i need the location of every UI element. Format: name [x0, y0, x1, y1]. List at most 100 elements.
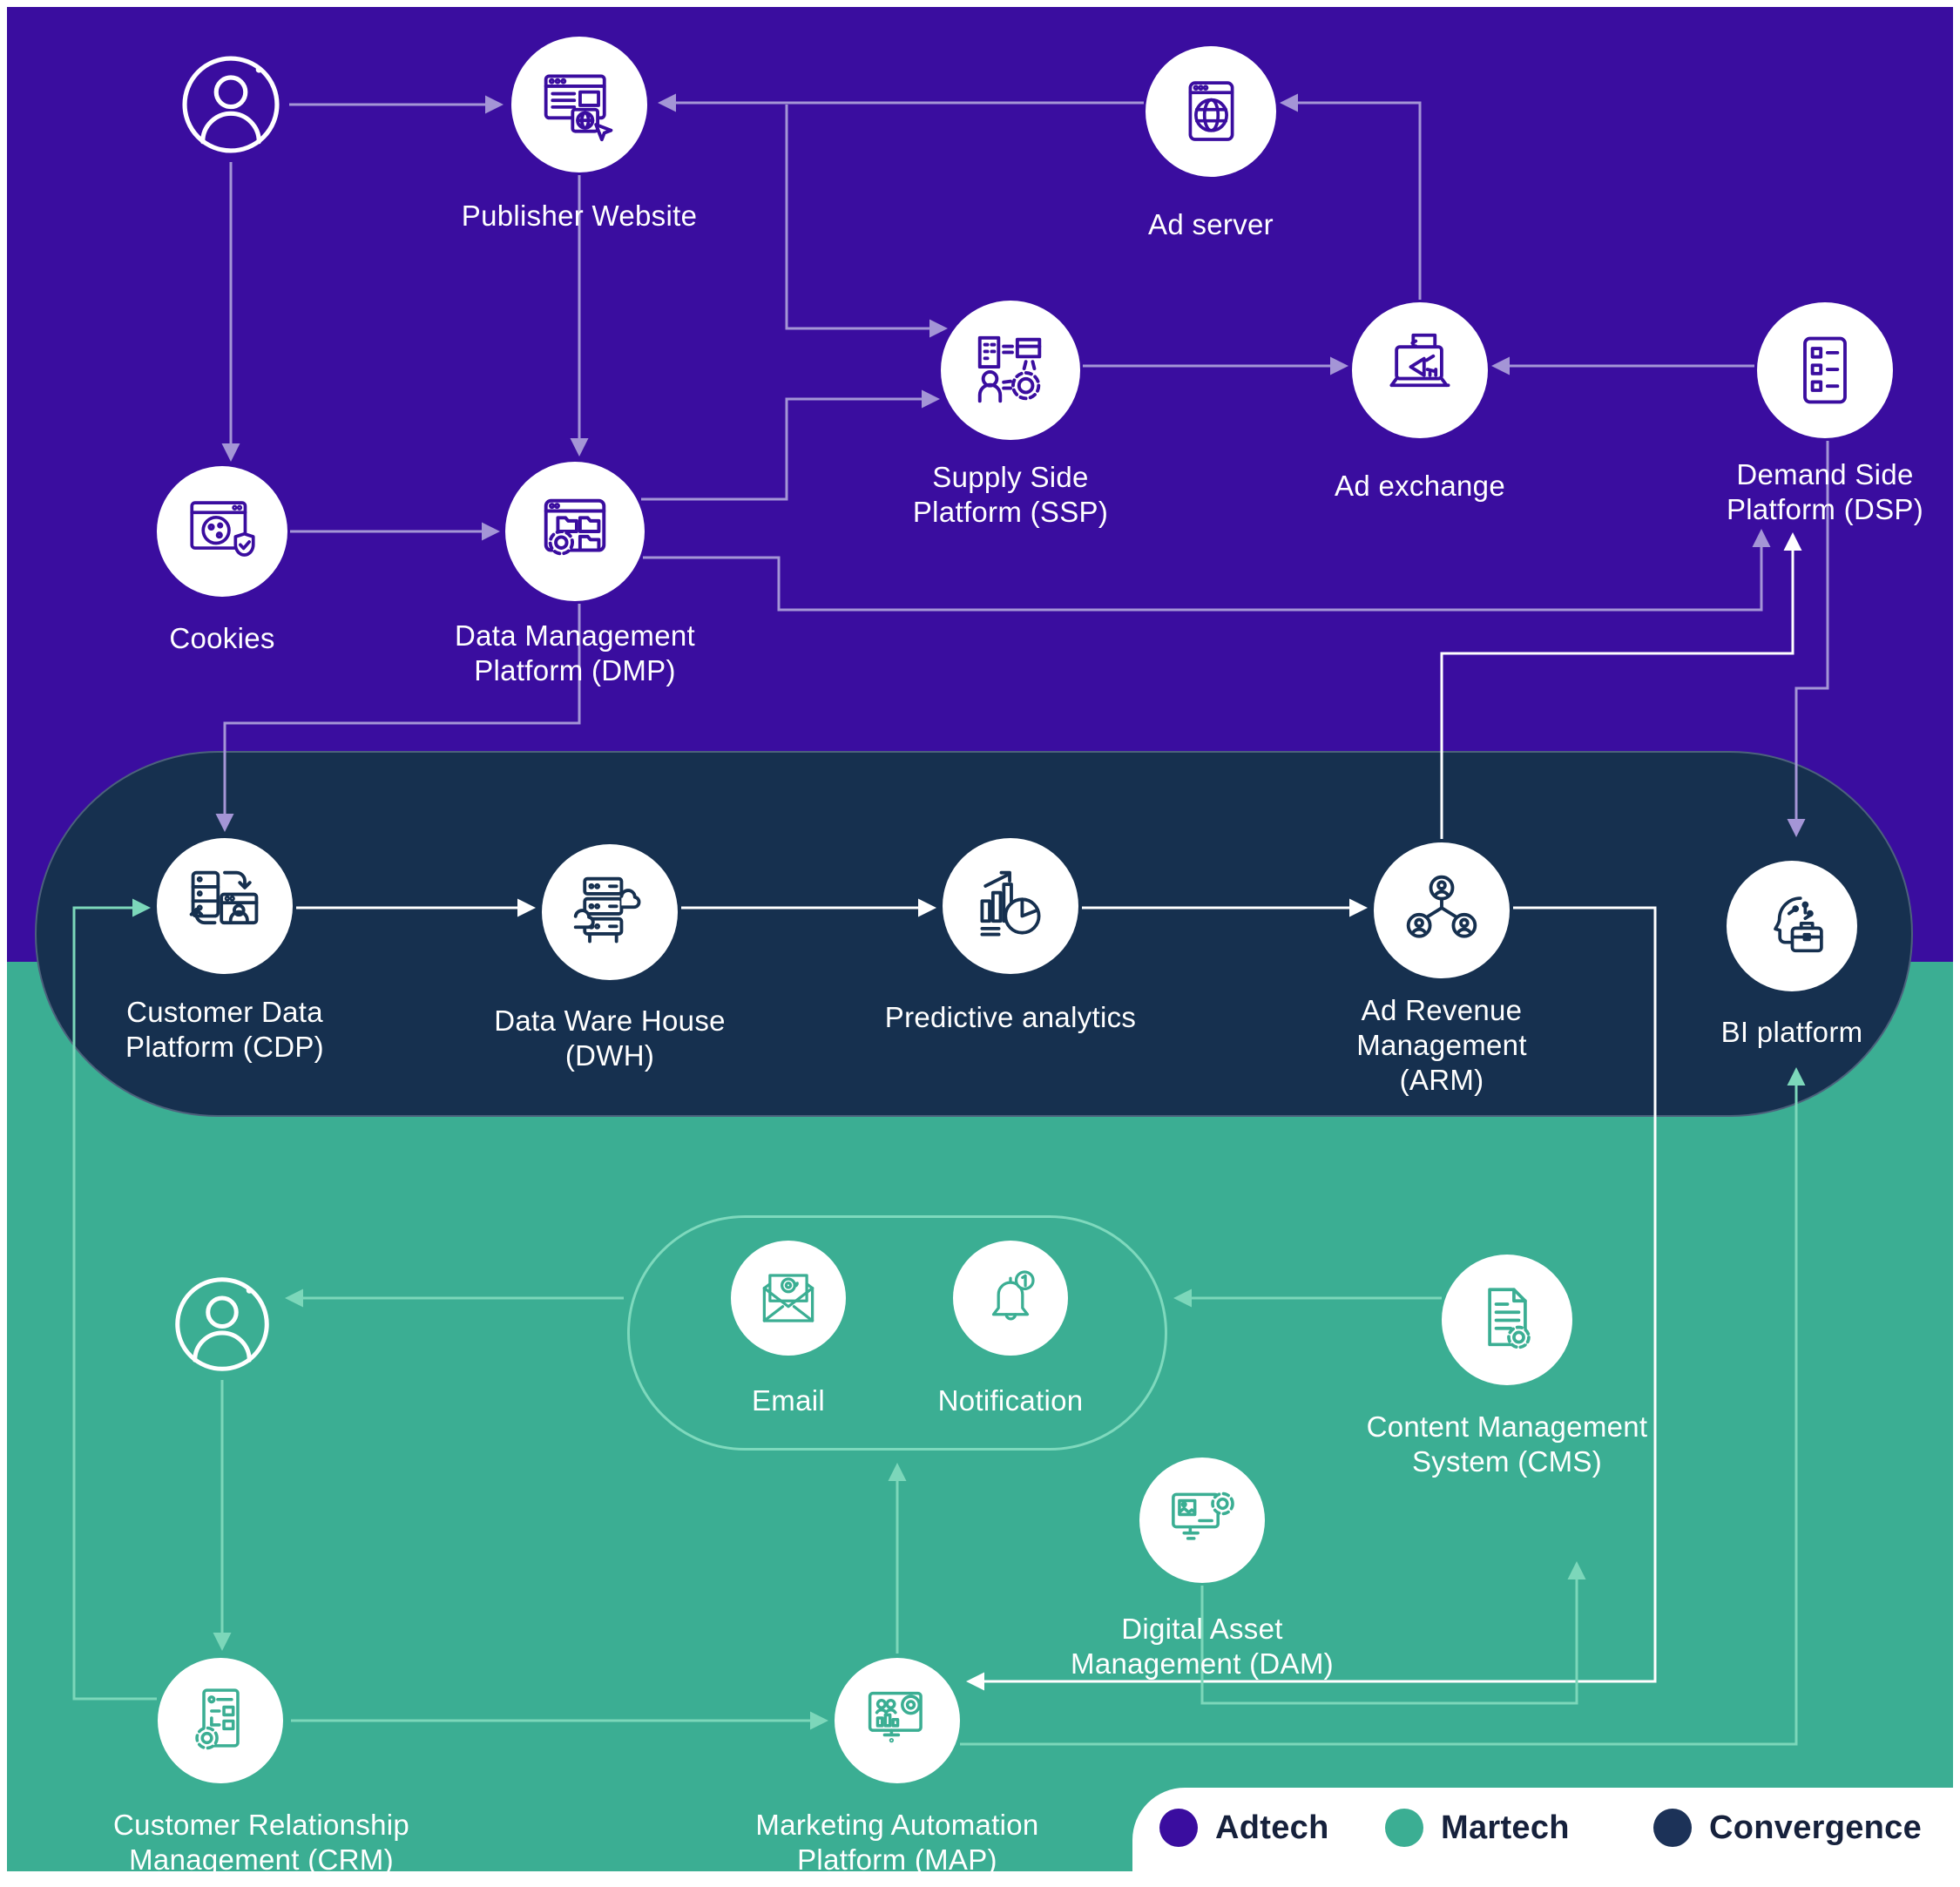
cms-label-line: Content Management — [1366, 1410, 1648, 1443]
user-icon — [177, 51, 285, 159]
customer-relationship-management-icon — [184, 1684, 258, 1758]
legend-label: Adtech — [1215, 1809, 1329, 1846]
connector-arm-to-map — [966, 906, 1657, 1691]
ad-exchange-node — [1352, 302, 1488, 438]
connector-dam-to-cms — [1200, 1561, 1586, 1705]
cdp-node — [157, 838, 293, 974]
notification-node — [953, 1241, 1068, 1356]
dsp-label-line: Demand Side — [1736, 458, 1914, 490]
ad-server-label: Ad server — [950, 207, 1472, 242]
notification-label-line: Notification — [937, 1384, 1084, 1417]
map-node — [835, 1658, 960, 1783]
notification-label: Notification — [749, 1383, 1272, 1418]
bi-platform-icon — [1754, 888, 1831, 965]
content-management-system-icon — [1469, 1282, 1546, 1359]
ad-server-label-line: Ad server — [1148, 208, 1274, 240]
dam-label-line: Management (DAM) — [1071, 1647, 1334, 1680]
cms-label-line: System (CMS) — [1411, 1445, 1603, 1478]
connector-map-to-bi — [960, 1067, 1806, 1746]
connector-arm-to-dsp — [1440, 532, 1802, 839]
legend-panel — [1132, 1788, 1953, 1887]
dwh-label-line: Data Ware House — [494, 1004, 726, 1037]
ad-exchange-icon — [1380, 330, 1460, 410]
bi-platform-node — [1727, 861, 1857, 991]
cookies-icon — [184, 493, 261, 571]
arm-label-line: (ARM) — [1399, 1064, 1484, 1096]
cms-node — [1442, 1255, 1572, 1385]
ssp-label-line: Supply Side — [932, 461, 1089, 493]
user-top-node — [177, 51, 285, 159]
legend-item-martech: Martech — [1385, 1809, 1570, 1847]
demand-side-platform-icon — [1785, 330, 1865, 410]
legend-item-adtech: Adtech — [1159, 1809, 1329, 1847]
legend-dot-convergence — [1653, 1809, 1692, 1847]
predictive-analytics-node — [943, 838, 1078, 974]
cookies-label-line: Cookies — [169, 622, 275, 654]
connector-adexchange-to-adserver — [1280, 93, 1422, 300]
user-icon — [170, 1272, 274, 1376]
connector-dmp-to-ssp — [641, 389, 940, 501]
dwh-node — [542, 844, 678, 980]
user-bottom-node — [170, 1272, 274, 1376]
map-label-line: Platform (MAP) — [797, 1843, 997, 1876]
crm-node — [158, 1658, 283, 1783]
bi-platform-label: BI platform — [1531, 1015, 1960, 1050]
arm-label-line: Ad Revenue — [1361, 994, 1523, 1026]
connector-dsp-to-bi — [1787, 441, 1829, 837]
predictive-analytics-label: Predictive analytics — [749, 1000, 1272, 1035]
publisher-website-label-line: Publisher Website — [461, 200, 698, 232]
legend-item-convergence: Convergence — [1653, 1809, 1922, 1847]
email-label-line: Email — [751, 1384, 826, 1417]
data-management-platform-icon — [534, 490, 616, 572]
predictive-analytics-label-line: Predictive analytics — [884, 1001, 1137, 1033]
dmp-label-line: Data Management — [455, 619, 695, 652]
map-label-line: Marketing Automation — [755, 1809, 1039, 1841]
dmp-node — [505, 462, 645, 601]
email-label: Email — [527, 1383, 1050, 1418]
dam-node — [1139, 1458, 1265, 1583]
legend-dot-adtech — [1159, 1809, 1198, 1847]
notification-icon — [977, 1264, 1044, 1332]
arm-node — [1374, 842, 1510, 978]
connector-crm-to-cdp — [72, 898, 157, 1701]
ad-server-icon — [1173, 73, 1250, 151]
ssp-node — [941, 301, 1080, 440]
dsp-label-line: Platform (DSP) — [1726, 493, 1924, 525]
ad-server-node — [1146, 46, 1276, 177]
publisher-website-label: Publisher Website — [318, 199, 841, 233]
dwh-label-line: (DWH) — [564, 1039, 655, 1072]
ad-exchange-label: Ad exchange — [1159, 469, 1681, 504]
ad-revenue-management-icon — [1402, 870, 1482, 950]
cdp-label-line: Platform (CDP) — [125, 1031, 324, 1063]
marketing-automation-platform-icon — [861, 1684, 935, 1758]
legend-label: Martech — [1441, 1809, 1570, 1846]
cookies-node — [157, 466, 287, 597]
crm-label-line: Customer Relationship — [112, 1809, 410, 1841]
email-icon — [754, 1264, 822, 1332]
ssp-label-line: Platform (SSP) — [912, 496, 1109, 528]
bi-platform-label-line: BI platform — [1720, 1016, 1863, 1048]
email-node — [731, 1241, 846, 1356]
digital-asset-management-icon — [1166, 1484, 1240, 1558]
dwh-label: Data Ware House(DWH) — [348, 1004, 871, 1073]
connector-dmp-to-dsp — [643, 529, 1771, 612]
cdp-label-line: Customer Data — [126, 996, 323, 1028]
legend-label: Convergence — [1709, 1809, 1923, 1846]
ad-exchange-label-line: Ad exchange — [1335, 470, 1505, 502]
customer-data-platform-icon — [185, 866, 265, 946]
connector-dmp-to-cdp — [215, 604, 581, 832]
connector-publisher-to-ssp — [785, 105, 948, 338]
cookies-label: Cookies — [0, 621, 483, 656]
predictive-analytics-icon — [970, 866, 1051, 946]
supply-side-platform-icon — [970, 329, 1051, 411]
